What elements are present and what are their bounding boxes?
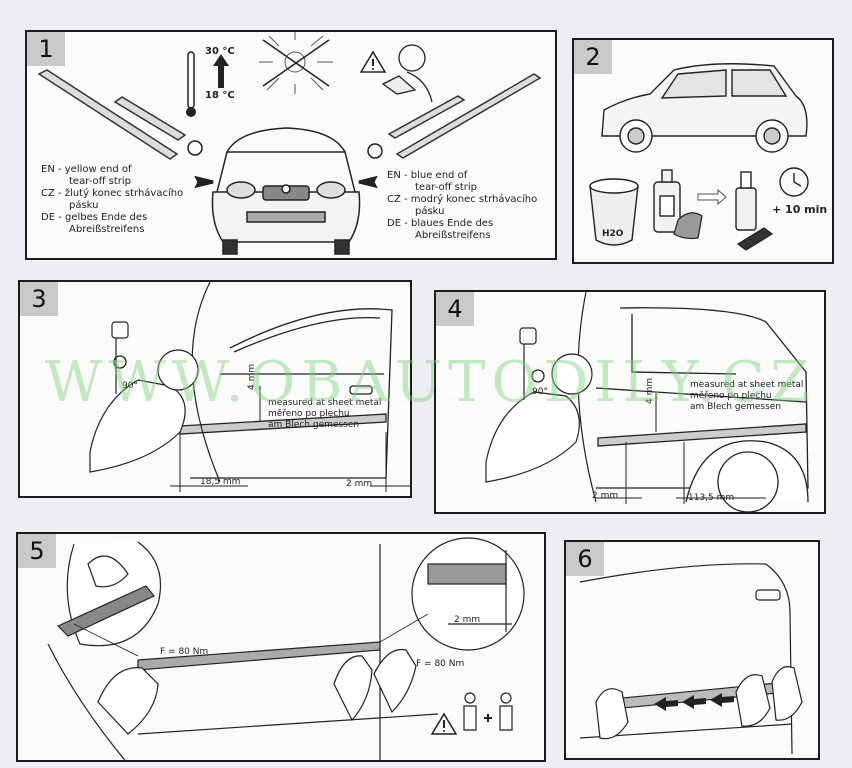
info-icon-left <box>187 140 203 156</box>
left-note-de2: Abreißstreifens <box>69 224 145 235</box>
panel-3-illustration <box>89 282 410 492</box>
no-sun-icon <box>259 32 333 94</box>
panel-number: 5 <box>18 534 56 568</box>
peel-detail-callout <box>56 541 162 647</box>
info-icon <box>113 355 127 369</box>
force-left-label: F = 80 Nm <box>160 647 209 657</box>
warning-icon <box>430 712 458 735</box>
right-note-de: DE - blaues Ende des <box>387 218 494 229</box>
thermometer-icon <box>186 51 229 117</box>
clock-icon <box>779 167 809 197</box>
arrows-left-icon <box>654 693 734 711</box>
right-note-en: EN - blue end of <box>387 170 468 181</box>
arrow-right-icon <box>194 175 214 189</box>
trim-strip-short-left <box>113 96 187 141</box>
info-icon-right <box>367 143 383 159</box>
rear-door-illustration <box>595 307 809 512</box>
right-note-cz2: pásku <box>415 206 445 217</box>
arrow-left-icon <box>358 175 378 189</box>
dist-right-label: 113,5 mm <box>688 493 735 503</box>
panel-6: 6 <box>564 540 820 760</box>
arrow-right-icon <box>697 188 727 206</box>
dimension-lines <box>170 386 410 492</box>
cleaner-bottle-icon <box>653 169 681 233</box>
panel-number: 4 <box>436 292 474 326</box>
panel-4: 4 90° 4 mm measured at she <box>434 290 826 514</box>
left-note-cz: CZ - žlutý konec strhávacího <box>41 188 184 199</box>
dimension-lines <box>596 392 766 504</box>
measure-note-en: measured at sheet metal <box>690 380 804 390</box>
zoom-callout <box>577 292 597 503</box>
gap-label: 2 mm <box>454 615 481 625</box>
pointer-lines <box>73 613 429 657</box>
panel-number: 1 <box>27 32 65 66</box>
water-label: H2O <box>602 229 624 239</box>
trim-strip-long-left <box>37 69 179 160</box>
hand-with-gauge <box>89 321 199 473</box>
left-note: EN - yellow end of tear-off strip CZ - ž… <box>41 164 183 236</box>
temp-low: 18 °C <box>205 90 235 101</box>
panel-number: 2 <box>574 40 612 74</box>
measure-note-de: am Blech gemessen <box>268 420 360 430</box>
left-note-en2: tear-off strip <box>69 176 132 187</box>
info-icon <box>531 369 545 383</box>
hands-smoothing <box>595 666 803 740</box>
measure-note: measured at sheet metal měřeno po plechu… <box>690 380 803 413</box>
panel-1: 1 <box>25 30 557 260</box>
hands-pressing <box>97 648 417 735</box>
two-people-icon <box>463 692 513 731</box>
left-note-cz2: pásku <box>69 200 99 211</box>
measure-note-en: measured at sheet metal <box>268 398 382 408</box>
right-note-en2: tear-off strip <box>415 182 478 193</box>
panel-4-illustration <box>485 292 809 512</box>
measure-note-de: am Blech gemessen <box>690 402 782 412</box>
panel-2: 2 H2O <box>572 38 834 264</box>
panel-5: 5 <box>16 532 546 762</box>
body-panel <box>47 544 439 760</box>
trim-strip <box>137 641 381 671</box>
right-note-de2: Abreißstreifens <box>415 230 491 241</box>
force-right-label: F = 80 Nm <box>416 659 465 669</box>
gap-detail-callout <box>411 537 525 651</box>
panel-number: 3 <box>20 282 58 316</box>
person-reading-icon <box>381 44 433 103</box>
panel-1-illustration <box>37 32 542 255</box>
measure-note-cz: měřeno po plechu <box>690 391 772 401</box>
car-front-illustration <box>211 127 361 255</box>
measure-note: measured at sheet metal měřeno po plechu… <box>268 398 381 431</box>
water-bucket-icon <box>589 178 639 246</box>
zoom-callout <box>191 282 221 483</box>
warning-icon <box>359 50 387 73</box>
applicator-pad-icon <box>736 227 774 251</box>
panel-number: 6 <box>566 542 604 576</box>
trim-strip-short-right <box>387 95 466 139</box>
left-note-de: DE - gelbes Ende des <box>41 212 148 223</box>
height-label: 4 mm <box>645 377 655 404</box>
measure-note-cz: měřeno po plechu <box>268 409 350 419</box>
angle-label: 90° <box>532 387 548 397</box>
right-note-cz: CZ - modrý konec strhávacího <box>387 194 538 205</box>
panel-2-illustration <box>589 63 809 251</box>
panel-5-illustration <box>47 537 525 760</box>
door-illustration <box>179 308 393 479</box>
dist-right-label: 2 mm <box>346 479 373 489</box>
temp-high: 30 °C <box>205 46 235 57</box>
left-note-en: EN - yellow end of <box>41 164 132 175</box>
trim-strip-long-right <box>395 73 542 159</box>
height-label: 4 mm <box>247 363 257 390</box>
dist-left-label: 18,5 mm <box>200 477 241 487</box>
right-note: EN - blue end of tear-off strip CZ - mod… <box>387 170 537 242</box>
hand-with-gauge <box>485 327 593 483</box>
dist-left-label: 2 mm <box>592 491 619 501</box>
car-side-illustration <box>601 63 808 153</box>
angle-label: 90° <box>122 381 138 391</box>
panel-3: 3 90° 4 mm measured at sheet <box>18 280 412 498</box>
cloth-icon <box>673 212 703 240</box>
panel-6-illustration <box>579 563 803 755</box>
wait-time: + 10 min <box>772 203 828 216</box>
primer-bottle-icon <box>735 171 757 231</box>
